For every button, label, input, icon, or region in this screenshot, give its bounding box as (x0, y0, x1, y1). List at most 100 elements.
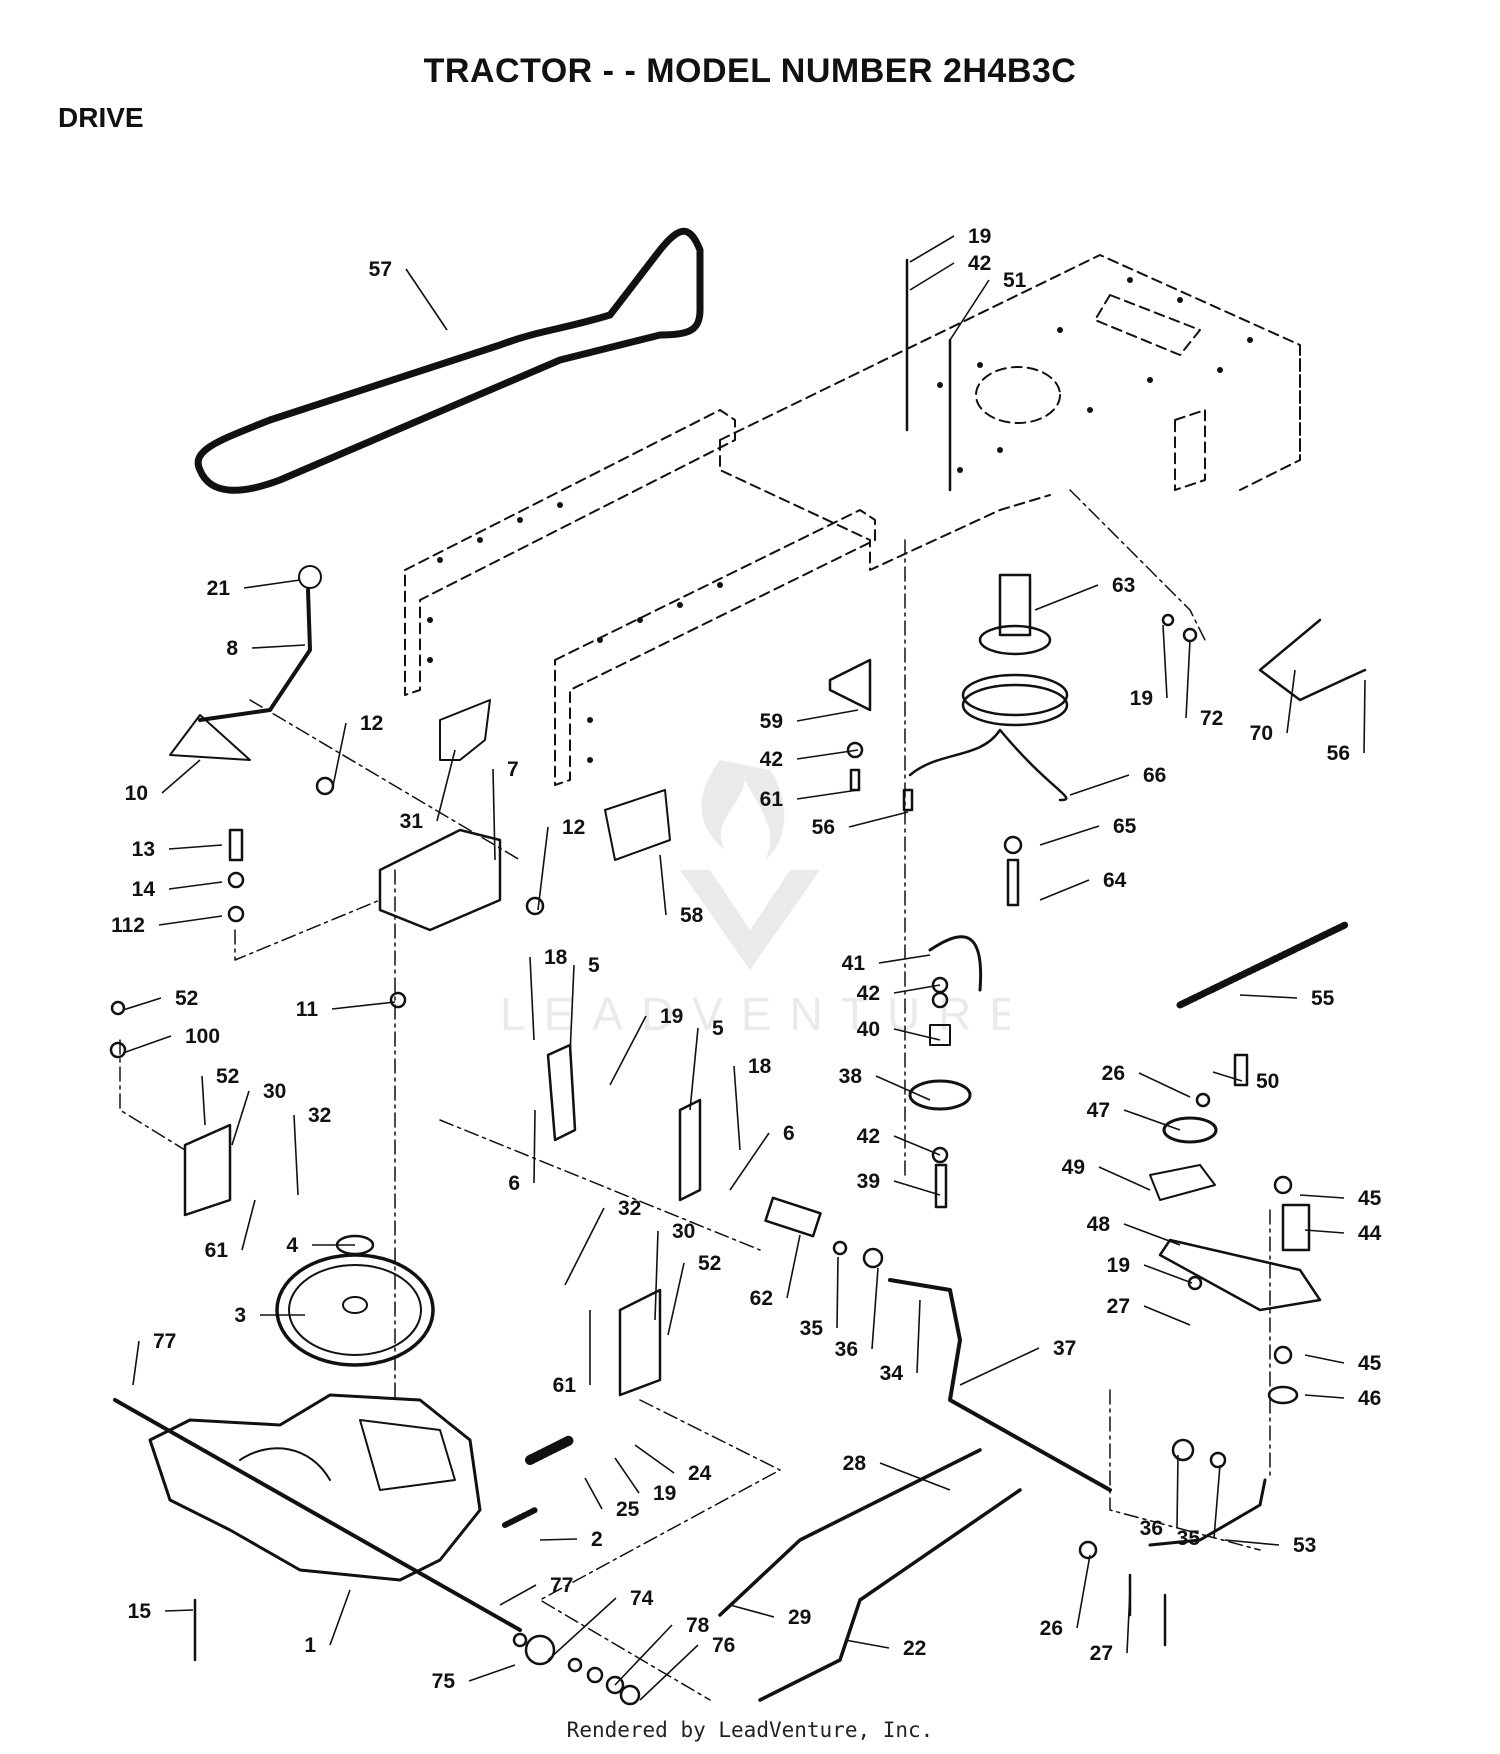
callout-c6b: 6 (729, 1122, 795, 1191)
callout-c1: 1 (304, 1589, 351, 1657)
callout-c77b: 77 (499, 1574, 573, 1606)
part-number-label: 2 (591, 1528, 603, 1551)
leader-line (1176, 1454, 1179, 1529)
watermark-text: LEADVENTURE (500, 988, 1010, 1040)
part-number-label: 14 (132, 878, 156, 901)
callout-c47: 47 (1087, 1099, 1181, 1131)
part-number-label: 27 (1107, 1295, 1130, 1318)
part-number-label: 34 (880, 1362, 904, 1385)
part-number-label: 76 (712, 1634, 735, 1657)
callout-c64: 64 (1039, 869, 1127, 901)
leader-line (241, 1199, 256, 1251)
spring-25 (525, 1435, 575, 1465)
leader-line (1034, 584, 1099, 611)
leader-line (844, 1639, 890, 1649)
sleeve-62 (764, 1196, 822, 1238)
part-number-label: 46 (1358, 1387, 1381, 1410)
callout-c38: 38 (839, 1065, 931, 1101)
callout-c56b: 56 (812, 811, 909, 839)
bracket-30b (618, 1288, 662, 1397)
leader-line (436, 749, 456, 822)
callout-c32a: 32 (293, 1104, 331, 1196)
leader-line (1076, 1554, 1091, 1629)
leader-line (689, 1027, 699, 1111)
frame-holes (427, 277, 1253, 763)
leader-line (1123, 1223, 1181, 1246)
leader-line (584, 1477, 603, 1510)
callout-c3: 3 (234, 1304, 305, 1327)
watermark-logo: LEADVENTURE (500, 760, 1010, 1040)
leader-line (251, 644, 306, 649)
callout-c30a: 30 (231, 1080, 286, 1146)
part-number-label: 12 (360, 712, 383, 735)
part-number-label: 42 (968, 252, 991, 275)
leader-line (168, 844, 223, 850)
fasteners (109, 258, 1367, 1662)
leader-line (667, 1262, 685, 1336)
leader-line (293, 1114, 299, 1196)
leader-line (893, 1028, 941, 1041)
part-number-label: 42 (857, 982, 880, 1005)
callout-c55: 55 (1239, 987, 1335, 1010)
transaxle-body (148, 1393, 482, 1582)
leader-line (132, 1340, 140, 1386)
bracket-49 (1149, 1164, 1216, 1201)
part-number-label: 31 (400, 810, 424, 833)
part-number-label: 61 (553, 1374, 577, 1397)
leader-line (1224, 1539, 1280, 1546)
callout-c53: 53 (1224, 1534, 1316, 1557)
leader-line (492, 768, 496, 861)
callout-c10: 10 (125, 759, 201, 805)
part-number-label: 41 (842, 952, 866, 975)
callout-c46: 46 (1304, 1387, 1381, 1410)
bracket-59 (828, 658, 872, 712)
leader-line (1299, 1194, 1345, 1199)
part-number-label: 49 (1062, 1156, 1085, 1179)
leader-line (729, 1132, 770, 1191)
part-number-label: 52 (216, 1065, 239, 1088)
part-number-label: 26 (1102, 1062, 1125, 1085)
callout-c2: 2 (539, 1528, 603, 1551)
bracket-30a (183, 1123, 232, 1217)
callout-c6a: 6 (508, 1109, 536, 1195)
callout-c27b: 27 (1090, 1589, 1131, 1665)
part-number-label: 1 (304, 1634, 316, 1657)
rod-53 (1148, 1478, 1267, 1547)
callout-c18a: 18 (529, 946, 568, 1041)
callout-c58: 58 (659, 854, 704, 927)
leader-line (875, 1075, 931, 1101)
callout-c74: 74 (547, 1587, 654, 1661)
leader-line (879, 1462, 951, 1491)
part-number-label: 26 (1040, 1617, 1063, 1640)
callout-c63: 63 (1034, 574, 1135, 611)
leader-line (1123, 1109, 1181, 1131)
rod-28 (718, 1448, 982, 1617)
part-number-label: 5 (712, 1017, 724, 1040)
part-number-label: 30 (263, 1080, 286, 1103)
leader-line (659, 854, 667, 916)
callout-c27a: 27 (1107, 1295, 1191, 1326)
callout-c26b: 26 (1040, 1554, 1091, 1640)
callout-c50: 50 (1212, 1070, 1279, 1093)
part-number-label: 27 (1090, 1642, 1113, 1665)
transaxle-pulley (275, 1253, 435, 1367)
leader-line (796, 789, 859, 800)
part-number-label: 78 (686, 1614, 710, 1637)
spring-55 (1176, 921, 1349, 1009)
part-number-label: 52 (698, 1252, 721, 1275)
callout-c21: 21 (207, 577, 301, 600)
part-number-label: 10 (125, 782, 148, 805)
part-number-label: 19 (660, 1005, 683, 1028)
leader-line (243, 579, 301, 589)
leader-line (639, 1644, 699, 1701)
washer-stack-75 (512, 1632, 641, 1706)
part-number-label: 56 (1327, 742, 1350, 765)
callout-c36b: 36 (1140, 1454, 1179, 1540)
callout-c11: 11 (296, 998, 396, 1021)
part-number-label: 19 (1130, 687, 1153, 710)
part-number-label: 63 (1112, 574, 1135, 597)
leader-line (164, 1609, 194, 1612)
leader-line (468, 1664, 516, 1682)
rod-22 (758, 1488, 1022, 1702)
leader-line (569, 964, 575, 1056)
